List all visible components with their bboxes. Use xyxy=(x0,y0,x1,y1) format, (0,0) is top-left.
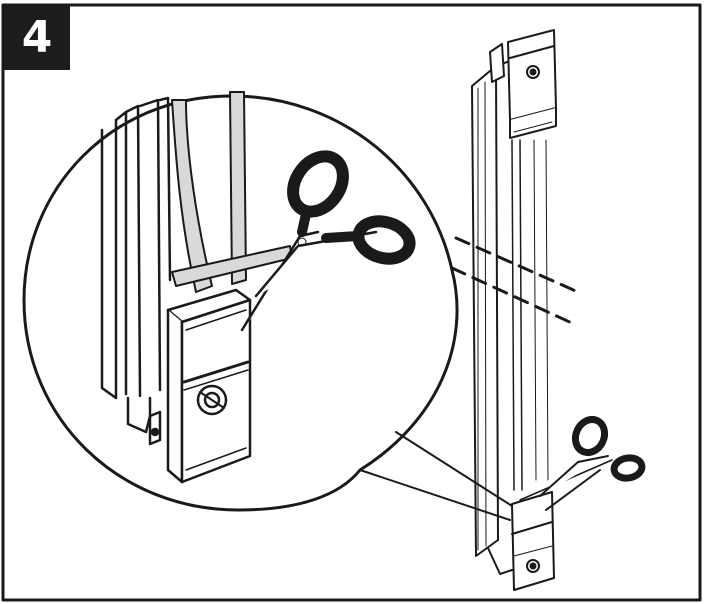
panel-border xyxy=(1,3,702,602)
scissors-icon xyxy=(519,415,646,511)
scissors-icon xyxy=(240,150,416,332)
clip-fastener-icon xyxy=(526,65,540,79)
rail-full-view xyxy=(471,29,557,591)
clip-fastener-icon xyxy=(196,384,228,416)
clip-fastener-icon xyxy=(526,559,540,573)
break-marks xyxy=(450,236,580,326)
step-number-badge: 4 xyxy=(4,6,70,70)
magnified-callout xyxy=(22,91,513,521)
